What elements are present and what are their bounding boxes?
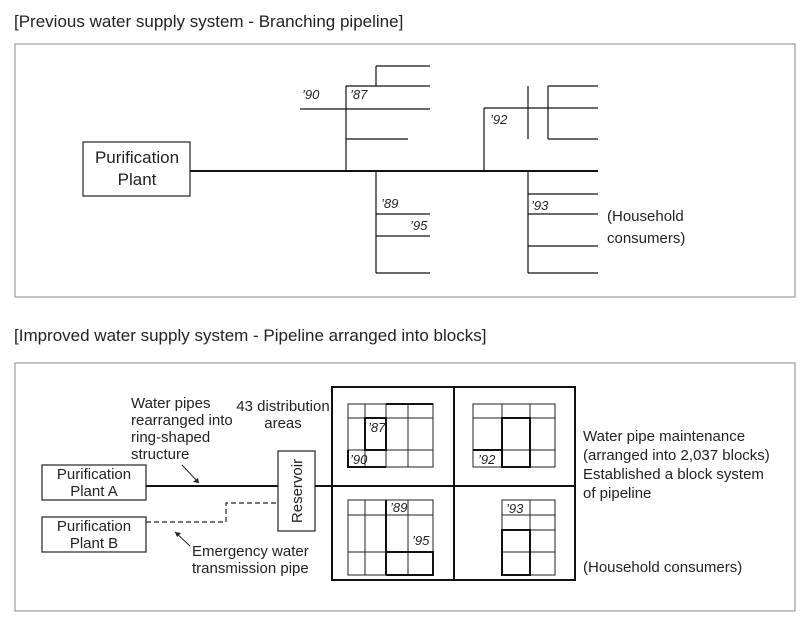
block-bottom-right [501,499,556,576]
block-grid [331,386,576,581]
areas-note-2: areas [264,415,302,432]
bottom-year-87: ’87 [368,420,386,435]
emergency-note-arrowhead [175,532,181,537]
top-panel-title: [Previous water supply system - Branchin… [14,12,403,31]
top-year-87: ’87 [350,87,368,102]
plant-b-label-2: Plant B [70,535,118,552]
reservoir: Reservoir [277,450,316,532]
plant-b-label-1: Purification [57,518,131,535]
bottom-year-95: ’95 [412,533,430,548]
top-consumers-label-2: consumers) [607,230,685,247]
bottom-panel-frame [14,362,796,612]
emergency-note-2: transmission pipe [192,560,309,577]
top-plant-label-1: Purification [95,148,179,167]
maintenance-note-4: of pipeline [583,485,651,502]
block-top-right [472,403,556,468]
block-top-left [347,403,434,468]
top-year-89: ’89 [381,196,398,211]
top-year-92: ’92 [490,112,508,127]
maintenance-note-2: (arranged into 2,037 blocks) [583,447,770,464]
pipes-note-arrowhead [193,478,199,483]
top-year-90: ’90 [302,87,320,102]
emergency-pipe [146,502,278,523]
bottom-panel-title: [Improved water supply system - Pipeline… [14,326,486,345]
emergency-note-1: Emergency water [192,543,309,560]
maintenance-note-3: Established a block system [583,466,764,483]
top-plant-label-2: Plant [118,170,157,189]
pipes-note-2: rearranged into [131,412,233,429]
bottom-year-92: ’92 [478,452,496,467]
maintenance-note-1: Water pipe maintenance [583,428,745,445]
top-year-93: ’93 [531,198,549,213]
plant-a-label-2: Plant A [70,483,118,500]
top-purification-plant: Purification Plant [82,141,191,197]
pipes-note-1: Water pipes [131,395,210,412]
top-year-95: ’95 [410,218,428,233]
branching-pipeline [190,65,598,274]
top-panel-frame [14,43,796,298]
reservoir-label: Reservoir [289,459,306,523]
areas-note-1: 43 distribution [236,398,329,415]
plant-a-label-1: Purification [57,466,131,483]
pipes-note-3: ring-shaped [131,429,210,446]
plant-b: Purification Plant B [41,516,147,553]
bottom-year-93: ’93 [506,501,524,516]
bottom-year-89: ’89 [390,500,407,515]
plant-a: Purification Plant A [41,464,147,501]
pipes-note-4: structure [131,446,189,463]
top-consumers-label-1: (Household [607,208,684,225]
bottom-year-90: ’90 [350,452,368,467]
bottom-consumers-label: (Household consumers) [583,559,742,576]
block-bottom-left [347,499,434,576]
